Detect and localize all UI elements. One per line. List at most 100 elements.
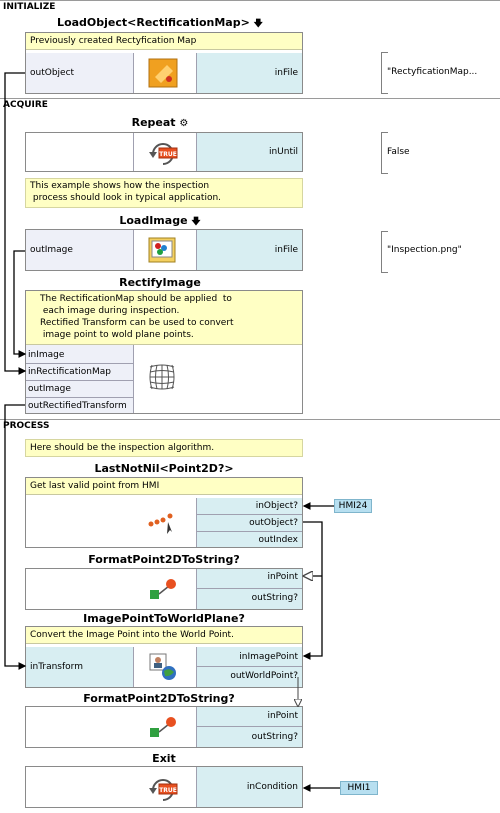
output-column: [196, 133, 302, 171]
load-object-block[interactable]: Previously created Rectyfication Map out…: [25, 32, 303, 94]
last-not-nil-block[interactable]: Get last valid point from HMI inObject? …: [25, 477, 303, 548]
port-outWorldPoint[interactable]: outWorldPoint?: [230, 671, 298, 681]
true-loop-icon: TRUE: [149, 143, 178, 165]
port-outString[interactable]: outString?: [251, 593, 298, 603]
hmi24-source[interactable]: HMI24: [334, 499, 372, 513]
title-text: Repeat: [131, 116, 176, 129]
block-comment: Previously created Rectyfication Map: [26, 33, 302, 50]
title-text: FormatPoint2DToString?: [88, 553, 240, 566]
port-inObject[interactable]: inObject?: [255, 501, 298, 511]
value-inFile[interactable]: "Inspection.png": [387, 245, 462, 255]
output-column: [196, 569, 302, 609]
port-inImage[interactable]: inImage: [28, 350, 65, 360]
rectify-image-block[interactable]: The RectificationMap should be applied t…: [25, 290, 303, 414]
block-title: LastNotNil<Point2D?>: [94, 462, 233, 475]
rectification-grid-icon: [149, 364, 175, 390]
block-title: LoadImage 🡇: [119, 214, 200, 230]
exit-block[interactable]: inCondition TRUE: [25, 766, 303, 808]
block-title: FormatPoint2DToString?: [83, 692, 235, 705]
port-outRectifiedTransform[interactable]: outRectifiedTransform: [28, 401, 127, 411]
wire-rectification-map: [4, 72, 27, 375]
true-exit-icon: TRUE: [149, 779, 178, 801]
load-image-block[interactable]: outImage inFile: [25, 229, 303, 271]
port-inPoint[interactable]: inPoint: [267, 711, 298, 721]
port-inCondition[interactable]: inCondition: [246, 782, 298, 792]
format-point-block-1[interactable]: inPoint outString?: [25, 568, 303, 610]
title-text: FormatPoint2DToString?: [83, 692, 235, 705]
port-inTransform[interactable]: inTransform: [30, 662, 83, 672]
repeat-block[interactable]: inUntil TRUE: [25, 132, 303, 172]
port-separator: [196, 666, 302, 667]
value-bracket: [381, 231, 388, 273]
file-object-icon: [148, 58, 178, 88]
section-process: PROCESS: [0, 419, 500, 433]
port-inUntil[interactable]: inUntil: [268, 147, 298, 157]
value-bracket: [381, 52, 388, 94]
port-separator: [26, 397, 134, 398]
port-outImage[interactable]: outImage: [30, 245, 73, 255]
value-bracket: [381, 132, 388, 174]
port-outImage[interactable]: outImage: [28, 384, 71, 394]
port-separator: [196, 531, 302, 532]
output-column: [196, 498, 302, 547]
input-column: [26, 345, 134, 413]
output-column: [196, 767, 302, 807]
wire-image: [13, 250, 27, 358]
title-text: ImagePointToWorldPlane?: [83, 612, 245, 625]
image-to-world-block[interactable]: Convert the Image Point into the World P…: [25, 626, 303, 688]
block-title: ImagePointToWorldPlane?: [83, 612, 245, 625]
world-plane-icon: [149, 653, 176, 680]
wire-outobject: [302, 521, 323, 660]
hmi1-source[interactable]: HMI1: [340, 781, 378, 795]
wire-transform: [4, 404, 27, 670]
port-inImagePoint[interactable]: inImagePoint: [239, 652, 298, 662]
block-title: Repeat ⚙: [132, 116, 189, 129]
port-inFile[interactable]: inFile: [274, 68, 298, 78]
block-title: FormatPoint2DToString?: [88, 553, 240, 566]
section-label: INITIALIZE: [3, 2, 56, 12]
block-title: LoadObject<RectificationMap> 🡇: [57, 16, 263, 32]
value-inUntil[interactable]: False: [387, 147, 410, 157]
title-text: Exit: [152, 752, 176, 765]
port-inFile[interactable]: inFile: [274, 245, 298, 255]
port-outString[interactable]: outString?: [251, 732, 298, 742]
output-column: [196, 707, 302, 747]
section-initialize: INITIALIZE: [0, 0, 500, 14]
section-label: ACQUIRE: [3, 100, 48, 110]
section-label: PROCESS: [3, 421, 50, 431]
port-separator: [196, 514, 302, 515]
down-arrow-icon: 🡇: [253, 19, 263, 29]
input-column: [26, 647, 134, 687]
format-point-block-2[interactable]: inPoint outString?: [25, 706, 303, 748]
output-column: [196, 53, 302, 93]
block-comment: Get last valid point from HMI: [26, 478, 302, 495]
section-acquire: ACQUIRE: [0, 98, 500, 112]
output-column: [196, 230, 302, 270]
title-text: LoadObject<RectificationMap>: [57, 16, 250, 29]
points-select-icon: [148, 513, 173, 534]
true-badge-text: TRUE: [159, 151, 177, 158]
port-separator: [196, 588, 302, 589]
format-conversion-icon: [150, 579, 176, 599]
true-badge-text: TRUE: [159, 787, 177, 794]
down-arrow-icon: 🡇: [191, 217, 201, 227]
port-inPoint[interactable]: inPoint: [267, 572, 298, 582]
gear-icon: ⚙: [179, 118, 189, 129]
note-example: This example shows how the inspection pr…: [25, 178, 303, 208]
format-conversion-icon: [150, 717, 176, 737]
note-algorithm: Here should be the inspection algorithm.: [25, 439, 303, 457]
input-column: [26, 230, 134, 270]
title-text: RectifyImage: [119, 276, 201, 289]
title-text: LastNotNil<Point2D?>: [94, 462, 234, 475]
title-text: LoadImage: [119, 214, 188, 227]
port-outObject[interactable]: outObject?: [249, 518, 298, 528]
port-separator: [26, 363, 134, 364]
block-title: RectifyImage: [119, 276, 201, 289]
block-comment: Convert the Image Point into the World P…: [26, 627, 302, 644]
port-inRectificationMap[interactable]: inRectificationMap: [28, 367, 111, 377]
block-comment: The RectificationMap should be applied t…: [26, 291, 302, 345]
value-inFile[interactable]: "RectyficationMap...: [387, 67, 478, 77]
port-outIndex[interactable]: outIndex: [258, 535, 298, 545]
port-outObject[interactable]: outObject: [30, 68, 75, 78]
block-title: Exit: [152, 752, 176, 765]
